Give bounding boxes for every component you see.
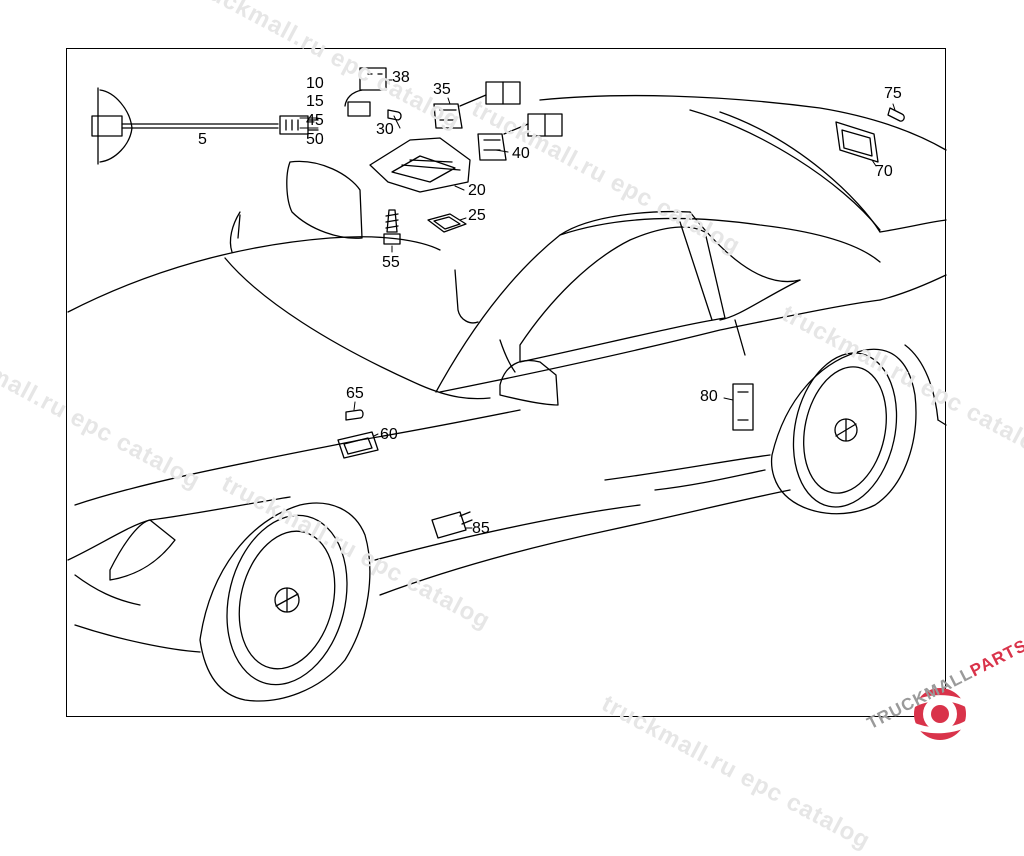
interior-mirror (286, 160, 363, 239)
label-20: 20 (468, 182, 486, 199)
part-38-connector (344, 67, 387, 117)
label-10: 10 (306, 75, 324, 92)
label-55: 55 (382, 254, 400, 271)
part-5-lamp-cable (91, 87, 319, 165)
label-40: 40 (512, 145, 530, 162)
part-60-lamp (337, 431, 379, 459)
part-85-contact (431, 511, 473, 539)
part-30-bulb (387, 109, 402, 121)
part-25-lens (427, 213, 467, 233)
label-45: 45 (306, 112, 324, 129)
part-35-switch (433, 81, 521, 129)
car-interior-lighting-diagram (67, 67, 947, 702)
label-5: 5 (198, 131, 207, 148)
label-35: 35 (433, 81, 451, 98)
label-85: 85 (472, 520, 490, 537)
label-15: 15 (306, 93, 324, 110)
label-60: 60 (380, 426, 398, 443)
label-50: 50 (306, 131, 324, 148)
part-65-bulb (345, 409, 364, 421)
part-20-roof-console (369, 137, 471, 193)
label-70: 70 (875, 163, 893, 180)
front-wheel (199, 502, 371, 702)
diagram-frame (66, 48, 946, 717)
part-40-switch (477, 113, 563, 161)
car-body-outline (67, 94, 947, 653)
label-75: 75 (884, 85, 902, 102)
label-38: 38 (392, 69, 410, 86)
part-70-lamp (835, 121, 879, 163)
leader-lines (299, 79, 896, 529)
label-65: 65 (346, 385, 364, 402)
part-55-clip (383, 209, 401, 245)
label-80: 80 (700, 388, 718, 405)
part-75-bulb (887, 107, 905, 122)
rear-wheel (770, 348, 917, 515)
part-80-door-switch (732, 383, 754, 431)
truckmallparts-logo (903, 688, 977, 740)
label-30: 30 (376, 121, 394, 138)
label-25: 25 (468, 207, 486, 224)
